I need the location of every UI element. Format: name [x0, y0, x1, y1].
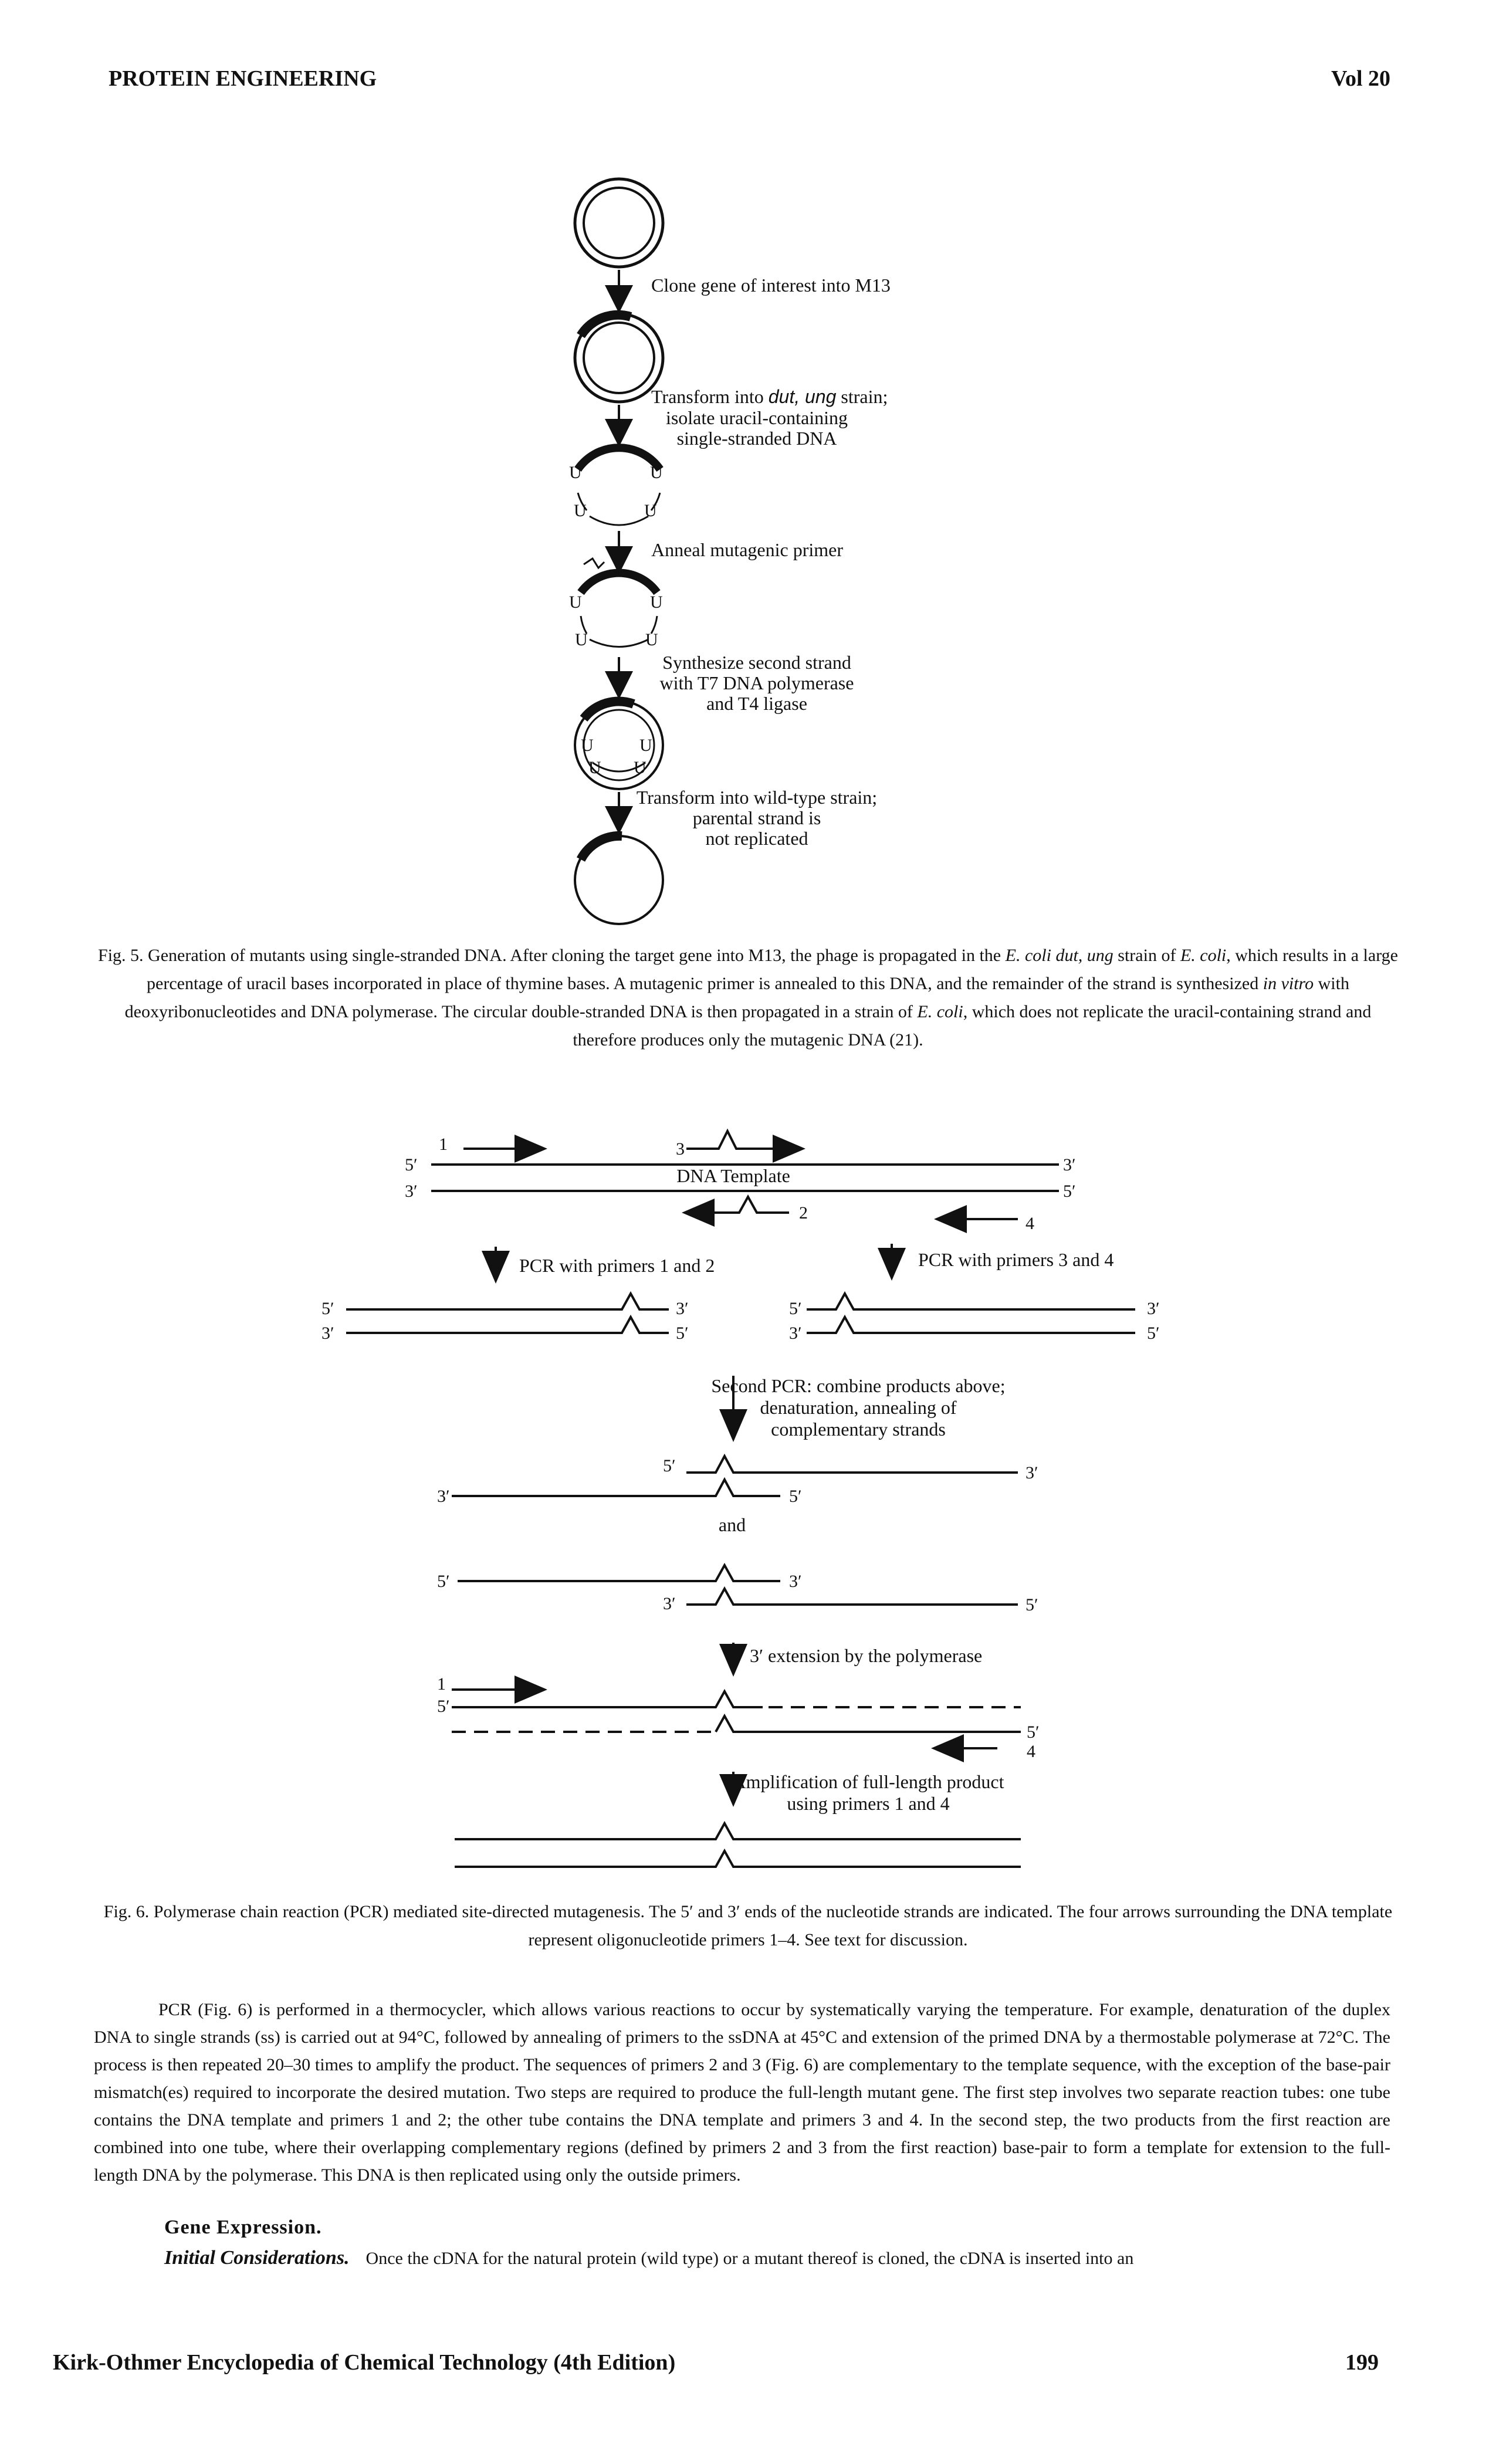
uracil-mark: U [650, 463, 663, 482]
step-2-label-genes: dut, ung [769, 386, 837, 407]
end-label: 3′ [676, 1299, 689, 1318]
end-label: 3′ [1063, 1155, 1076, 1175]
figure-6-caption: Fig. 6. Polymerase chain reaction (PCR) … [103, 1902, 1393, 1949]
step-2-label-c: strain; [836, 386, 888, 407]
end-label: 3′ [663, 1594, 676, 1613]
template-label: DNA Template [676, 1165, 790, 1186]
step-4-line3: and T4 ligase [706, 693, 807, 714]
uracil-ssdna-circle: U U U U [569, 444, 664, 526]
step-1-label: Clone gene of interest into M13 [651, 275, 891, 296]
step-5-line3: not replicated [705, 828, 808, 849]
end-label: 1 [439, 1135, 448, 1154]
end-label: 5′ [437, 1697, 450, 1716]
second-pcr-line3: complementary strands [771, 1419, 946, 1440]
section-heading: Gene Expression. [164, 2216, 322, 2238]
mutant-circle [574, 831, 664, 925]
end-label: 5′ [405, 1155, 418, 1175]
end-label: 4 [1025, 1214, 1034, 1233]
uracil-mark: U [639, 736, 652, 755]
uracil-mark: U [588, 758, 601, 777]
end-label: 3′ [789, 1324, 802, 1343]
end-label: 5′ [663, 1456, 676, 1475]
uracil-mark: U [575, 630, 588, 649]
uracil-mark: U [581, 736, 594, 755]
pcr-primers-1-2-label: PCR with primers 1 and 2 [519, 1255, 715, 1276]
end-label: 3 [676, 1139, 685, 1159]
end-label: 5′ [789, 1299, 802, 1318]
annealed-primer-circle: U U U U [569, 557, 663, 649]
uracil-mark: U [645, 630, 658, 649]
svg-text:Transform into dut, ung strain: Transform into dut, ung strain; [651, 386, 888, 407]
second-pcr-line2: denaturation, annealing of [760, 1397, 957, 1418]
step-2-label-a: Transform into [651, 386, 769, 407]
subsection-text: Once the cDNA for the natural protein (w… [365, 2249, 1134, 2268]
amplification-line2: using primers 1 and 4 [787, 1793, 949, 1814]
end-label: 3′ [321, 1324, 334, 1343]
body-paragraph: PCR (Fig. 6) is performed in a thermocyc… [94, 2000, 1390, 2185]
end-label: 5′ [1063, 1182, 1076, 1201]
end-label: 3′ [405, 1182, 418, 1201]
end-label: 5′ [321, 1299, 334, 1318]
extension-label: 3′ extension by the polymerase [750, 1645, 982, 1666]
uracil-mark: U [650, 593, 663, 612]
step-3-label: Anneal mutagenic primer [651, 539, 843, 560]
and-label: and [719, 1514, 746, 1535]
step-4-line1: Synthesize second strand [662, 652, 851, 673]
end-label: 3′ [789, 1572, 802, 1591]
end-label: 3′ [1025, 1463, 1038, 1483]
end-label: 5′ [437, 1572, 450, 1591]
m13-vector-circle [573, 177, 665, 269]
uracil-mark: U [569, 593, 582, 612]
step-5-line2: parental strand is [693, 807, 821, 828]
footer-title: Kirk-Othmer Encyclopedia of Chemical Tec… [53, 2350, 676, 2375]
heteroduplex-circle: U U U U [574, 696, 664, 790]
running-header-volume: Vol 20 [1331, 66, 1390, 91]
figure-5-caption: Fig. 5. Generation of mutants using sing… [98, 946, 1398, 1050]
page-number: 199 [1345, 2350, 1379, 2375]
uracil-mark: U [644, 501, 657, 520]
end-label: 5′ [789, 1487, 802, 1506]
uracil-mark: U [574, 501, 587, 520]
step-5-line1: Transform into wild-type strain; [637, 787, 877, 808]
uracil-mark: U [569, 463, 582, 482]
step-4-line2: with T7 DNA polymerase [660, 672, 854, 693]
amplification-line1: Amplification of full-length product [733, 1771, 1004, 1792]
pcr-primers-3-4-label: PCR with primers 3 and 4 [918, 1249, 1113, 1270]
second-pcr-line1: Second PCR: combine products above; [711, 1375, 1005, 1396]
end-label: 4 [1027, 1742, 1035, 1761]
end-label: 5′ [1025, 1595, 1038, 1615]
running-header-title: PROTEIN ENGINEERING [109, 66, 377, 91]
end-label: 5′ [676, 1324, 689, 1343]
figure-6-diagram: 1 5′ 3′ 3 3′ 5′ DNA Template 2 4 PCR wit… [321, 1128, 1160, 1868]
end-label: 1 [437, 1674, 446, 1694]
subsection-title: Initial Considerations. [164, 2247, 350, 2269]
end-label: 5′ [1027, 1722, 1040, 1742]
recombinant-m13-circle [573, 310, 665, 404]
step-2-line3: single-stranded DNA [677, 428, 837, 449]
end-label: 3′ [1147, 1299, 1160, 1318]
step-2-line2: isolate uracil-containing [666, 407, 848, 428]
end-label: 2 [799, 1203, 808, 1223]
subsection-paragraph: Initial Considerations. Once the cDNA for… [164, 2244, 1396, 2272]
end-label: 3′ [437, 1487, 450, 1506]
uracil-mark: U [634, 758, 647, 777]
end-label: 5′ [1147, 1324, 1160, 1343]
figure-5-diagram: Clone gene of interest into M13 Transfor… [569, 177, 891, 925]
